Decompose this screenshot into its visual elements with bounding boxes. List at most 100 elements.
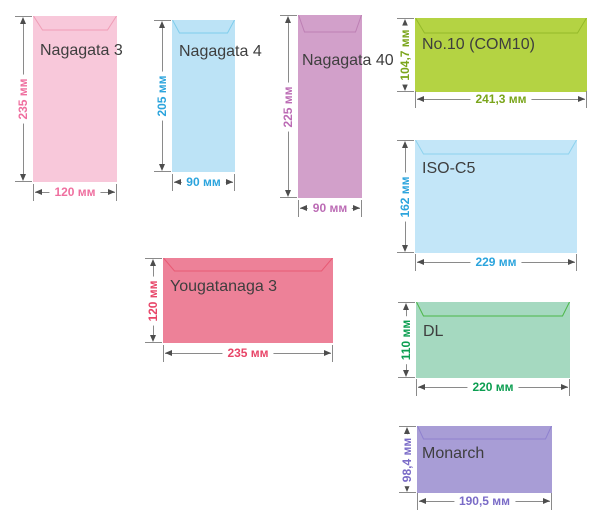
- height-dimension: 110 мм: [398, 302, 415, 378]
- dim-tick: [361, 200, 362, 217]
- envelope-body: ISO-C5: [415, 140, 577, 253]
- envelope-name: ISO-C5: [422, 160, 476, 177]
- arrow-down-icon: [159, 164, 165, 171]
- envelope-name: No.10 (COM10): [422, 36, 535, 53]
- dim-tick: [332, 345, 333, 362]
- arrow-down-icon: [150, 335, 156, 342]
- arrow-up-icon: [404, 427, 410, 434]
- envelope-body: DL: [416, 302, 570, 378]
- arrow-up-icon: [159, 21, 165, 28]
- dim-tick: [398, 302, 415, 303]
- dim-tick: [172, 174, 173, 191]
- width-label: 241,3 мм: [470, 92, 532, 106]
- dim-tick: [145, 258, 162, 259]
- dim-tick: [576, 254, 577, 271]
- envelope-body: Nagagata 40: [298, 15, 394, 198]
- envelope-flap-icon: [172, 20, 235, 34]
- arrow-down-icon: [285, 190, 291, 197]
- arrow-left-icon: [417, 259, 424, 265]
- dim-tick: [397, 140, 414, 141]
- height-label: 120 мм: [146, 275, 160, 326]
- height-label: 104,7 мм: [398, 25, 412, 85]
- dim-tick: [15, 181, 32, 182]
- dim-tick: [397, 18, 414, 19]
- dim-tick: [399, 426, 416, 427]
- width-dimension: 120 мм: [33, 184, 117, 201]
- envelope-flap-icon: [415, 18, 587, 34]
- height-label: 225 мм: [281, 81, 295, 132]
- dim-tick: [145, 342, 162, 343]
- height-label: 162 мм: [398, 171, 412, 222]
- envelope-body: Nagagata 4: [172, 20, 262, 172]
- arrow-right-icon: [578, 96, 585, 102]
- dim-tick: [298, 200, 299, 217]
- width-dimension: 220 мм: [416, 379, 570, 396]
- width-label: 190,5 мм: [453, 494, 516, 508]
- envelope-name: Monarch: [422, 445, 485, 462]
- envelope-flap-icon: [415, 140, 577, 155]
- width-label: 229 мм: [470, 255, 522, 269]
- envelope-body: Yougatanaga 3: [163, 258, 333, 343]
- dim-tick: [15, 16, 32, 17]
- arrow-up-icon: [150, 259, 156, 266]
- dim-tick: [415, 254, 416, 271]
- envelope-body: Nagagata 3: [33, 16, 123, 182]
- height-dimension: 162 мм: [397, 140, 414, 253]
- envelope-flap-icon: [417, 426, 552, 440]
- arrow-up-icon: [403, 303, 409, 310]
- dim-tick: [280, 15, 297, 16]
- envelope-body: Monarch: [417, 426, 552, 493]
- arrow-right-icon: [324, 350, 331, 356]
- arrow-right-icon: [108, 189, 115, 195]
- height-label: 205 мм: [155, 71, 169, 121]
- height-dimension: 235 мм: [15, 16, 32, 182]
- dim-tick: [586, 91, 587, 108]
- dim-tick: [397, 252, 414, 253]
- envelope-name: Nagagata 40: [302, 52, 394, 69]
- arrow-right-icon: [543, 498, 550, 504]
- arrow-right-icon: [561, 384, 568, 390]
- envelope-flap-icon: [298, 15, 362, 33]
- arrow-up-icon: [285, 16, 291, 23]
- dim-tick: [416, 379, 417, 396]
- height-dimension: 225 мм: [280, 15, 297, 198]
- width-label: 90 мм: [181, 175, 226, 189]
- envelope-flap-icon: [163, 258, 333, 272]
- dim-tick: [551, 493, 552, 510]
- dim-tick: [397, 91, 414, 92]
- dim-tick: [116, 184, 117, 201]
- arrow-right-icon: [226, 179, 233, 185]
- height-label: 110 мм: [399, 315, 413, 365]
- dim-tick: [234, 174, 235, 191]
- envelope-name: DL: [423, 323, 444, 340]
- envelope-body: No.10 (COM10): [415, 18, 587, 92]
- height-label: 98,4 мм: [400, 433, 414, 486]
- dim-tick: [33, 184, 34, 201]
- dim-tick: [154, 171, 171, 172]
- arrow-left-icon: [165, 350, 172, 356]
- height-dimension: 120 мм: [145, 258, 162, 343]
- width-label: 235 мм: [222, 346, 274, 360]
- envelope-name: Nagagata 4: [179, 43, 262, 60]
- envelope-name: Yougatanaga 3: [170, 278, 278, 295]
- arrow-down-icon: [403, 370, 409, 377]
- envelope-name: Nagagata 3: [40, 42, 123, 59]
- height-dimension: 104,7 мм: [397, 18, 414, 92]
- width-dimension: 190,5 мм: [417, 493, 552, 510]
- arrow-left-icon: [174, 179, 181, 185]
- arrow-down-icon: [20, 174, 26, 181]
- dim-tick: [280, 197, 297, 198]
- width-label: 120 мм: [49, 185, 101, 199]
- dim-tick: [163, 345, 164, 362]
- arrow-down-icon: [402, 84, 408, 91]
- height-dimension: 98,4 мм: [399, 426, 416, 493]
- dim-tick: [569, 379, 570, 396]
- width-dimension: 90 мм: [298, 200, 362, 217]
- width-dimension: 241,3 мм: [415, 91, 587, 108]
- dim-tick: [398, 377, 415, 378]
- arrow-left-icon: [300, 205, 307, 211]
- width-label: 220 мм: [467, 380, 519, 394]
- width-dimension: 229 мм: [415, 254, 577, 271]
- arrow-right-icon: [353, 205, 360, 211]
